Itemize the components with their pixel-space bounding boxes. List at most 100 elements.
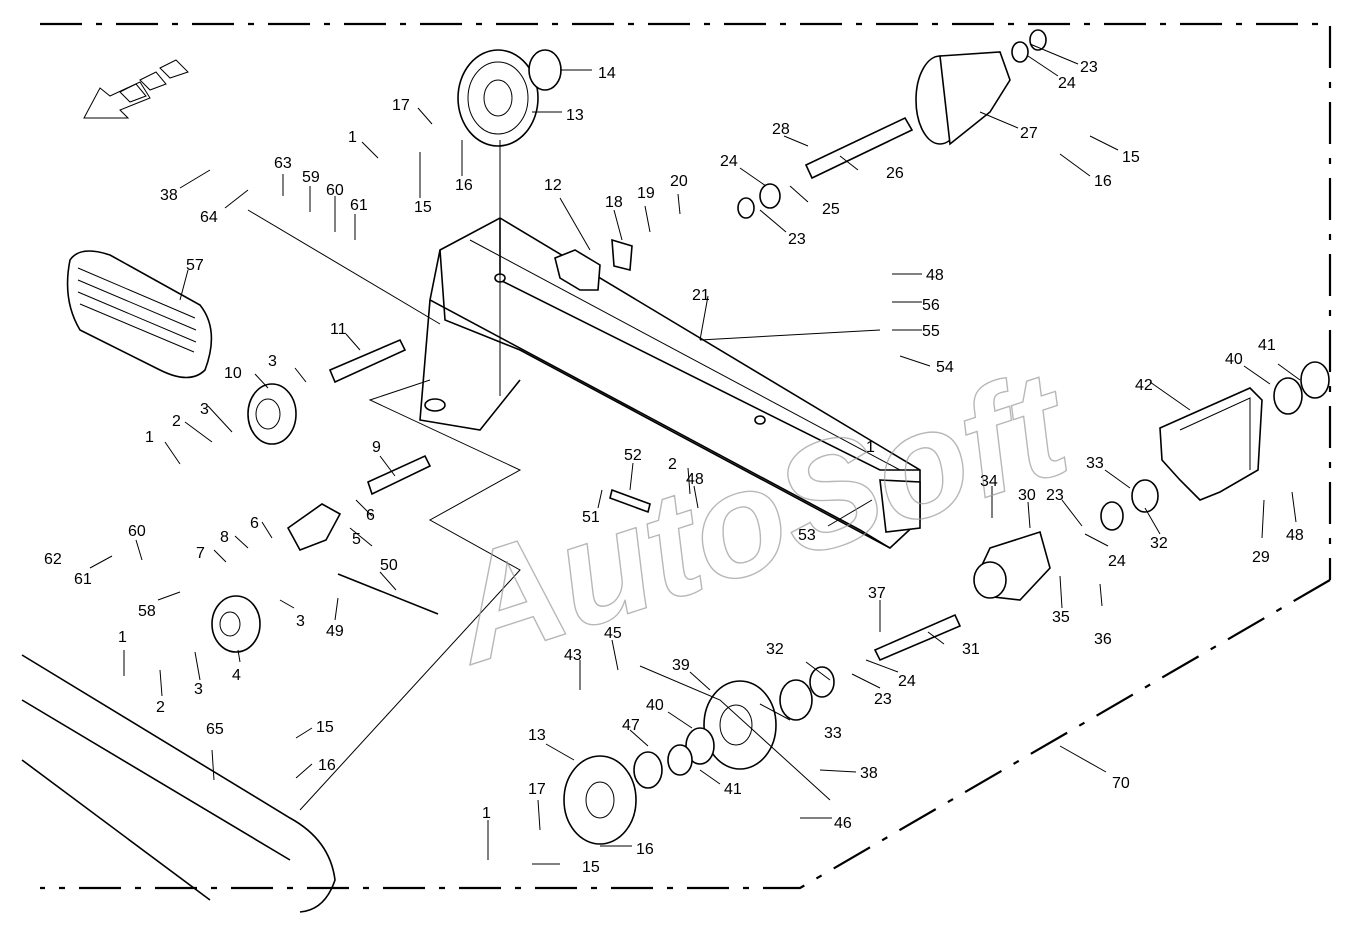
- callout-4: 4: [232, 667, 241, 684]
- flange-part-39: [703, 680, 777, 770]
- callout-32: 32: [766, 641, 784, 658]
- callout-29: 29: [1252, 549, 1270, 566]
- callout-63: 63: [274, 155, 292, 172]
- callout-2: 2: [668, 456, 677, 473]
- callout-60: 60: [326, 182, 344, 199]
- shaft-part-26: [804, 116, 914, 180]
- phantom-boundary: [40, 22, 1332, 890]
- callout-23: 23: [874, 691, 892, 708]
- callout-47: 47: [622, 717, 640, 734]
- callout-23: 23: [1080, 59, 1098, 76]
- callout-45: 45: [604, 625, 622, 642]
- pulley-part-10: [247, 383, 297, 445]
- callout-38: 38: [860, 765, 878, 782]
- callout-17: 17: [392, 97, 410, 114]
- pulley-part-13-bottom: [563, 751, 663, 845]
- lever-part-5: [286, 503, 342, 551]
- callout-46: 46: [834, 815, 852, 832]
- callout-1: 1: [118, 629, 127, 646]
- callout-16: 16: [636, 841, 654, 858]
- callout-52: 52: [624, 447, 642, 464]
- callout-15: 15: [414, 199, 432, 216]
- callout-16: 16: [318, 757, 336, 774]
- callout-21: 21: [692, 287, 710, 304]
- callout-48: 48: [926, 267, 944, 284]
- callout-3: 3: [200, 401, 209, 418]
- callout-35: 35: [1052, 609, 1070, 626]
- pulley-part-13-top: [457, 49, 562, 147]
- callout-14: 14: [598, 65, 616, 82]
- shaft-part-11: [328, 338, 407, 384]
- callout-23: 23: [1046, 487, 1064, 504]
- callout-60: 60: [128, 523, 146, 540]
- callout-3: 3: [268, 353, 277, 370]
- callout-13: 13: [566, 107, 584, 124]
- callout-8: 8: [220, 529, 229, 546]
- callout-42: 42: [1135, 377, 1153, 394]
- callout-49: 49: [326, 623, 344, 640]
- callout-50: 50: [380, 557, 398, 574]
- callout-10: 10: [224, 365, 242, 382]
- callout-58: 58: [138, 603, 156, 620]
- callout-34: 34: [980, 473, 998, 490]
- callout-1: 1: [866, 439, 875, 456]
- callout-2: 2: [156, 699, 165, 716]
- leader-lines: [89, 43, 1301, 865]
- callout-9: 9: [372, 439, 381, 456]
- callout-43: 43: [564, 647, 582, 664]
- shaft-part-9: [367, 454, 432, 496]
- callout-55: 55: [922, 323, 940, 340]
- callout-3: 3: [296, 613, 305, 630]
- callout-33: 33: [824, 725, 842, 742]
- callout-5: 5: [352, 531, 361, 548]
- callout-57: 57: [186, 257, 204, 274]
- callout-12: 12: [544, 177, 562, 194]
- callout-15: 15: [582, 859, 600, 876]
- callout-16: 16: [455, 177, 473, 194]
- callout-54: 54: [936, 359, 954, 376]
- callout-48: 48: [686, 471, 704, 488]
- callout-41: 41: [1258, 337, 1276, 354]
- callout-24: 24: [720, 153, 738, 170]
- callout-65: 65: [206, 721, 224, 738]
- callout-40: 40: [1225, 351, 1243, 368]
- callout-15: 15: [316, 719, 334, 736]
- bearing-housing-part-27: [915, 41, 1029, 146]
- callout-25: 25: [822, 201, 840, 218]
- callout-39: 39: [672, 657, 690, 674]
- callout-13: 13: [528, 727, 546, 744]
- conveyor-housing-part-65: [21, 654, 336, 913]
- callout-33: 33: [1086, 455, 1104, 472]
- bearing-block-part-30: [973, 530, 1051, 601]
- callout-1: 1: [348, 129, 357, 146]
- callout-1: 1: [482, 805, 491, 822]
- callout-37: 37: [868, 585, 886, 602]
- callout-23: 23: [788, 231, 806, 248]
- callout-2: 2: [172, 413, 181, 430]
- callout-labels: 14 13 17 1 16 15 63 59 60 61 38 64 12 18…: [44, 59, 1304, 876]
- callout-56: 56: [922, 297, 940, 314]
- callout-19: 19: [637, 185, 655, 202]
- belt-part-57: [66, 250, 213, 379]
- callout-59: 59: [302, 169, 320, 186]
- callout-48: 48: [1286, 527, 1304, 544]
- callout-24: 24: [1058, 75, 1076, 92]
- spring-part-52: [609, 488, 651, 514]
- callout-3: 3: [194, 681, 203, 698]
- callout-6: 6: [366, 507, 375, 524]
- callout-28: 28: [772, 121, 790, 138]
- gearbox-part-42: [1159, 387, 1263, 501]
- shaft-part-31: [873, 613, 962, 662]
- callout-40: 40: [646, 697, 664, 714]
- callout-6: 6: [250, 515, 259, 532]
- callout-24: 24: [1108, 553, 1126, 570]
- callout-32: 32: [1150, 535, 1168, 552]
- callout-61: 61: [350, 197, 368, 214]
- callout-17: 17: [528, 781, 546, 798]
- callout-7: 7: [196, 545, 205, 562]
- callout-31: 31: [962, 641, 980, 658]
- callout-64: 64: [200, 209, 218, 226]
- callout-30: 30: [1018, 487, 1036, 504]
